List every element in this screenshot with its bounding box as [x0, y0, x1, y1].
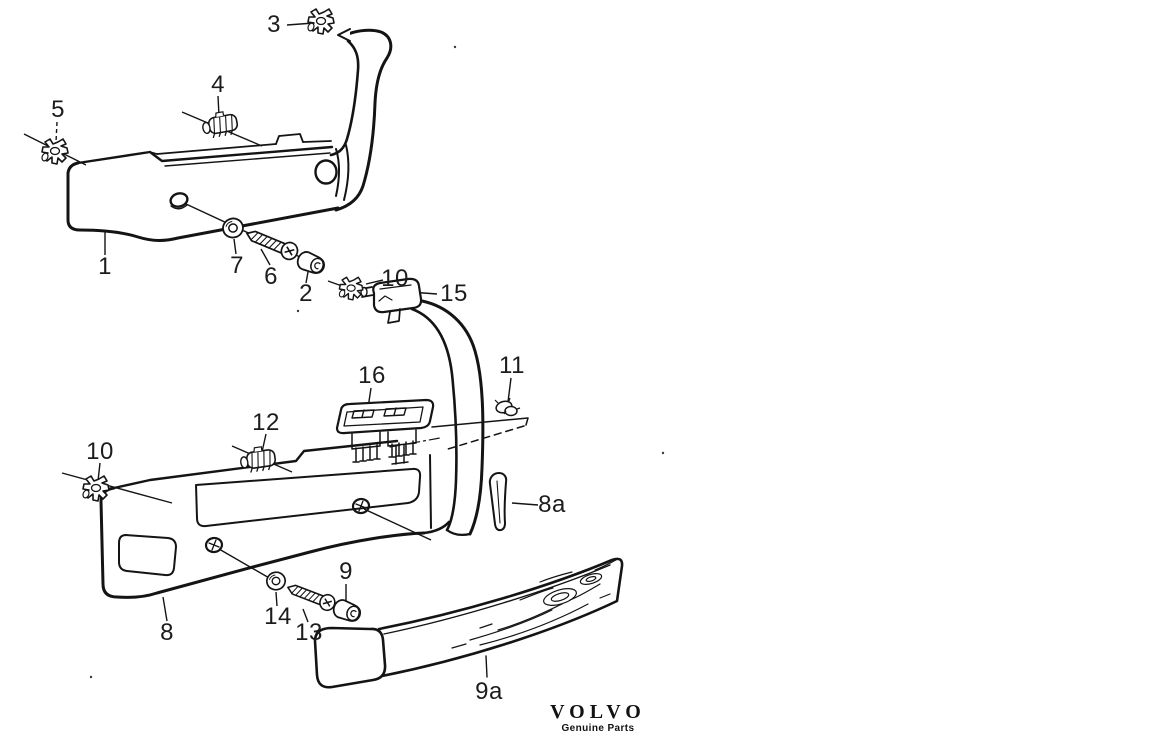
print-specks	[89, 45, 665, 679]
retaining-rod-8a	[488, 472, 508, 532]
screw-hole-upper	[169, 192, 189, 208]
volvo-wordmark: VOLVO	[550, 701, 646, 723]
callout-part-12: 12	[252, 409, 280, 436]
callout-part-16: 16	[358, 362, 386, 389]
screw-hole-lower-left	[204, 536, 224, 554]
callout-part-13: 13	[295, 619, 323, 646]
wood-trim-panel-9a	[313, 557, 624, 689]
screw-6	[242, 224, 301, 263]
wood-grain	[451, 559, 617, 649]
leader-lines-lower	[61, 279, 539, 623]
callout-part-4: 4	[211, 71, 225, 98]
callout-part-6: 6	[264, 263, 278, 290]
callout-part-5: 5	[51, 96, 65, 123]
callout-part-10-upper: 10	[381, 265, 409, 292]
handle-bracket-15	[360, 277, 423, 324]
callout-part-9: 9	[339, 558, 353, 585]
armrest-upper	[66, 28, 393, 242]
screw-13	[284, 579, 338, 614]
callout-part-10-lower: 10	[86, 438, 114, 465]
cover-cap-2	[294, 248, 328, 278]
cover-cap-9	[330, 596, 364, 626]
washer-14	[264, 569, 288, 593]
callout-part-8a: 8a	[538, 491, 566, 518]
clip-fastener-5	[40, 138, 69, 165]
clip-fastener-11	[494, 397, 521, 417]
callout-part-1: 1	[98, 253, 112, 280]
volvo-genuine-parts-logo: VOLVO Genuine Parts	[534, 702, 662, 734]
callout-part-14: 14	[264, 603, 292, 630]
washer-7	[219, 215, 247, 241]
genuine-parts-label: Genuine Parts	[561, 723, 635, 734]
handle-mount-hole	[314, 159, 338, 185]
window-switch-16	[335, 398, 435, 463]
clip-fastener-10-upper	[337, 276, 364, 301]
clip-fastener-12	[238, 444, 278, 475]
armrest-lower	[99, 298, 529, 599]
callout-part-8: 8	[160, 619, 174, 646]
callout-part-3: 3	[267, 11, 281, 38]
callout-part-11: 11	[499, 352, 525, 379]
callout-part-2: 2	[299, 280, 313, 307]
clip-fastener-4	[199, 108, 240, 141]
clip-fastener-10-lower	[81, 475, 110, 502]
screw-hole-lower-right	[351, 497, 371, 515]
callout-part-9a: 9a	[475, 678, 503, 705]
callout-part-7: 7	[230, 252, 244, 279]
clip-fastener-3	[306, 8, 335, 35]
callout-part-15: 15	[440, 280, 468, 307]
